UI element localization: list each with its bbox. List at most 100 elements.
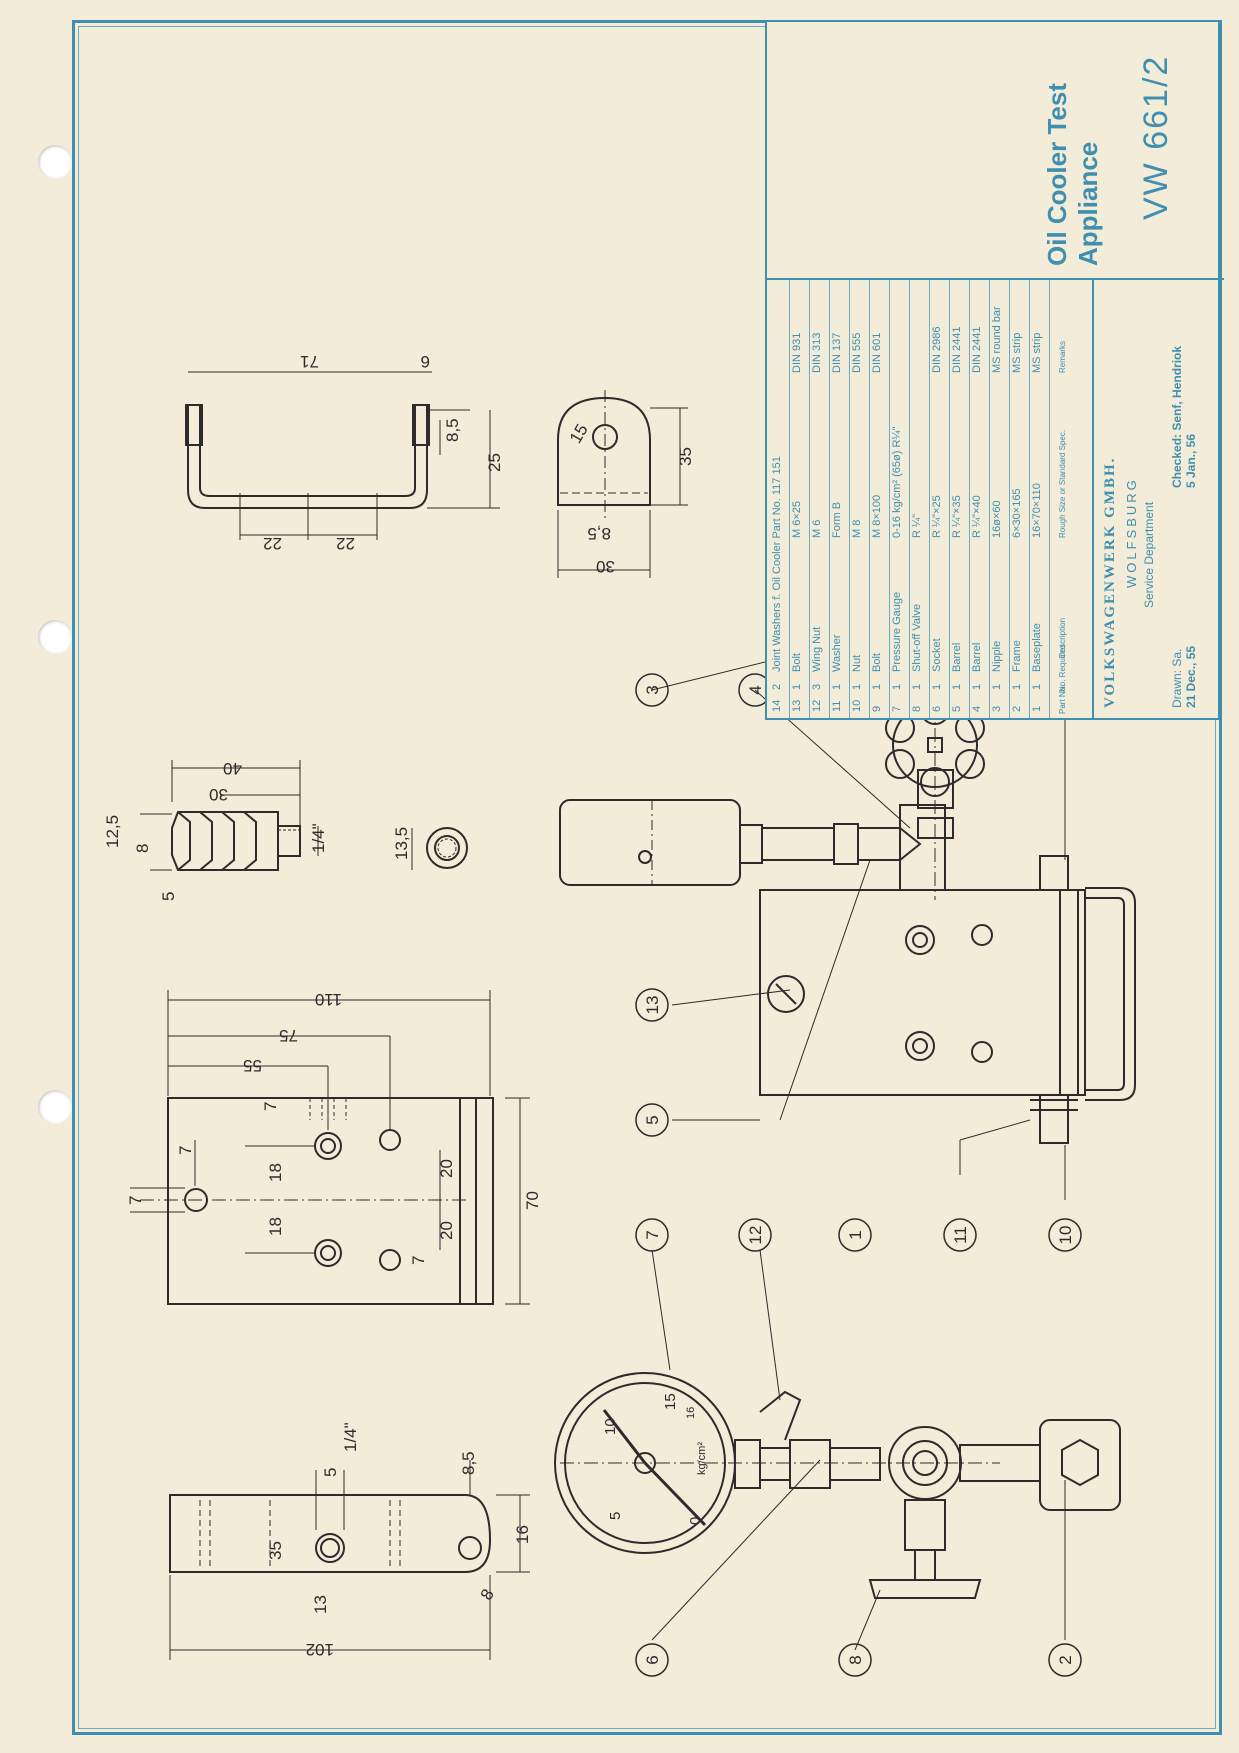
drawing-border-inner xyxy=(78,26,1216,1729)
parts-cell-description: Frame xyxy=(1011,640,1023,672)
parts-cell-size: 6×30×165 xyxy=(1011,488,1023,538)
parts-cell-size: M 8 xyxy=(851,519,863,538)
punch-hole-middle xyxy=(38,620,72,654)
dim-base-7a: 7 xyxy=(261,1102,280,1111)
parts-cell-no: 8 xyxy=(911,705,923,712)
gauge-tick-16: 16 xyxy=(685,1407,697,1419)
parts-cell-remarks: DIN 931 xyxy=(791,332,803,373)
dim-base-7c: 7 xyxy=(126,1196,145,1205)
parts-cell-qty: 1 xyxy=(1031,683,1043,690)
drawing-title: Oil Cooler Test Appliance xyxy=(1042,83,1103,266)
callout-10: 10 xyxy=(1056,1226,1075,1245)
parts-cell-description: Barrel xyxy=(951,642,963,672)
checked-date: 5 Jan., 56 xyxy=(1184,433,1198,488)
parts-cell-description: Joint Washers f. Oil Cooler Part No. 117… xyxy=(771,456,783,672)
dim-side-quarter: 1/4" xyxy=(341,1422,360,1452)
parts-cell-remarks: DIN 2441 xyxy=(951,326,963,373)
drawing-border xyxy=(72,20,1222,1735)
dim-end-15: 15 xyxy=(566,421,592,447)
gauge-tick-5: 5 xyxy=(607,1512,624,1520)
gauge-tick-15: 15 xyxy=(662,1393,679,1410)
parts-cell-qty: 1 xyxy=(831,683,843,690)
parts-cell-description: Baseplate xyxy=(1031,623,1043,672)
nipple-view xyxy=(140,760,319,871)
parts-cell-description: Barrel xyxy=(971,642,983,672)
parts-cell-size: R ¼"×40 xyxy=(971,495,983,538)
dim-frame-22b: 22 xyxy=(336,534,355,553)
parts-cell-no: 7 xyxy=(891,705,903,712)
parts-cell-remarks: DIN 2986 xyxy=(931,326,943,373)
callout-5: 5 xyxy=(643,1115,662,1124)
dim-nipple-40: 40 xyxy=(223,759,242,778)
dim-side-5: 5 xyxy=(321,1468,340,1477)
parts-cell-qty: 1 xyxy=(951,683,963,690)
company-block: VOLKSWAGENWERK GMBH. WOLFSBURG Service D… xyxy=(1092,278,1224,718)
parts-cell-no: 9 xyxy=(871,705,883,712)
parts-header-remarks: Remarks xyxy=(1058,340,1067,373)
parts-cell-size: 0-16 kg/cm² (65ø) R¼" xyxy=(891,426,903,539)
callout-8: 8 xyxy=(846,1655,865,1664)
parts-cell-qty: 1 xyxy=(791,683,803,690)
frame-end-view xyxy=(557,390,688,578)
parts-cell-description: Nut xyxy=(851,654,863,672)
dim-base-18b: 18 xyxy=(266,1217,285,1236)
parts-cell-size: R ¼"×25 xyxy=(931,495,943,538)
parts-cell-qty: 1 xyxy=(891,683,903,690)
callout-13: 13 xyxy=(643,996,662,1015)
parts-cell-qty: 1 xyxy=(871,683,883,690)
side-view xyxy=(169,1460,530,1660)
parts-cell-no: 11 xyxy=(831,700,843,712)
punch-hole-top xyxy=(38,145,72,179)
parts-cell-no: 1 xyxy=(1031,705,1043,712)
checked-by: Checked: Senf, Hendriok 5 Jan., 56 xyxy=(1170,346,1198,488)
socket-view xyxy=(411,827,468,870)
gauge-face: 0 5 10 15 16 kg/cm² xyxy=(602,1393,708,1525)
parts-cell-remarks: DIN 555 xyxy=(851,332,863,373)
dim-frame-22a: 22 xyxy=(263,534,282,553)
callout-6: 6 xyxy=(643,1655,662,1664)
dim-nipple-30: 30 xyxy=(209,785,228,804)
dim-base-110: 110 xyxy=(315,990,342,1009)
punch-hole-bottom xyxy=(38,1090,72,1124)
callout-12: 12 xyxy=(746,1226,765,1245)
drawing-number: VW 661/2 xyxy=(1137,54,1175,220)
parts-cell-remarks: MS strip xyxy=(1011,332,1023,373)
drawn-by: Drawn: Sa. 21 Dec., 55 xyxy=(1170,646,1198,708)
dim-side-16: 16 xyxy=(513,1525,532,1544)
dim-frame-85: 8,5 xyxy=(443,418,462,442)
parts-cell-description: Bolt xyxy=(791,653,803,672)
parts-cell-size: R ¼" xyxy=(911,513,923,538)
leader-lines xyxy=(651,619,1066,1651)
dim-nipple-125: 12,5 xyxy=(103,815,122,848)
dim-base-20a: 20 xyxy=(437,1159,456,1178)
dim-side-13: 13 xyxy=(311,1595,330,1614)
parts-cell-qty: 1 xyxy=(911,683,923,690)
parts-header-size: Rough Size or Standard Spec. xyxy=(1058,429,1067,538)
dim-frame-25: 25 xyxy=(485,453,504,472)
parts-header-description: Description xyxy=(1058,617,1067,658)
callout-1: 1 xyxy=(846,1230,865,1239)
dim-base-7b: 7 xyxy=(176,1146,195,1155)
dim-end-85: 8,5 xyxy=(587,524,611,543)
parts-cell-size: M 6×25 xyxy=(791,501,803,538)
dim-side-35: 35 xyxy=(266,1541,285,1560)
callout-7: 7 xyxy=(643,1230,662,1239)
callout-4: 4 xyxy=(746,685,765,694)
drawn-label: Drawn: Sa. xyxy=(1170,648,1184,708)
callout-3: 3 xyxy=(643,685,662,694)
parts-cell-description: Pressure Gauge xyxy=(891,591,903,672)
parts-cell-description: Washer xyxy=(831,634,843,673)
parts-cell-remarks: DIN 601 xyxy=(871,332,883,373)
parts-cell-qty: 1 xyxy=(1011,683,1023,690)
title-area: Oil Cooler Test Appliance VW 661/2 xyxy=(767,18,1222,280)
parts-cell-description: Socket xyxy=(931,638,943,672)
parts-cell-remarks: DIN 2441 xyxy=(971,326,983,373)
parts-cell-no: 5 xyxy=(951,705,963,712)
dim-nipple-5: 5 xyxy=(159,892,178,901)
parts-cell-no: 3 xyxy=(991,705,1003,712)
gauge-tick-10: 10 xyxy=(602,1418,619,1435)
assembly-bottom xyxy=(554,1372,1121,1599)
